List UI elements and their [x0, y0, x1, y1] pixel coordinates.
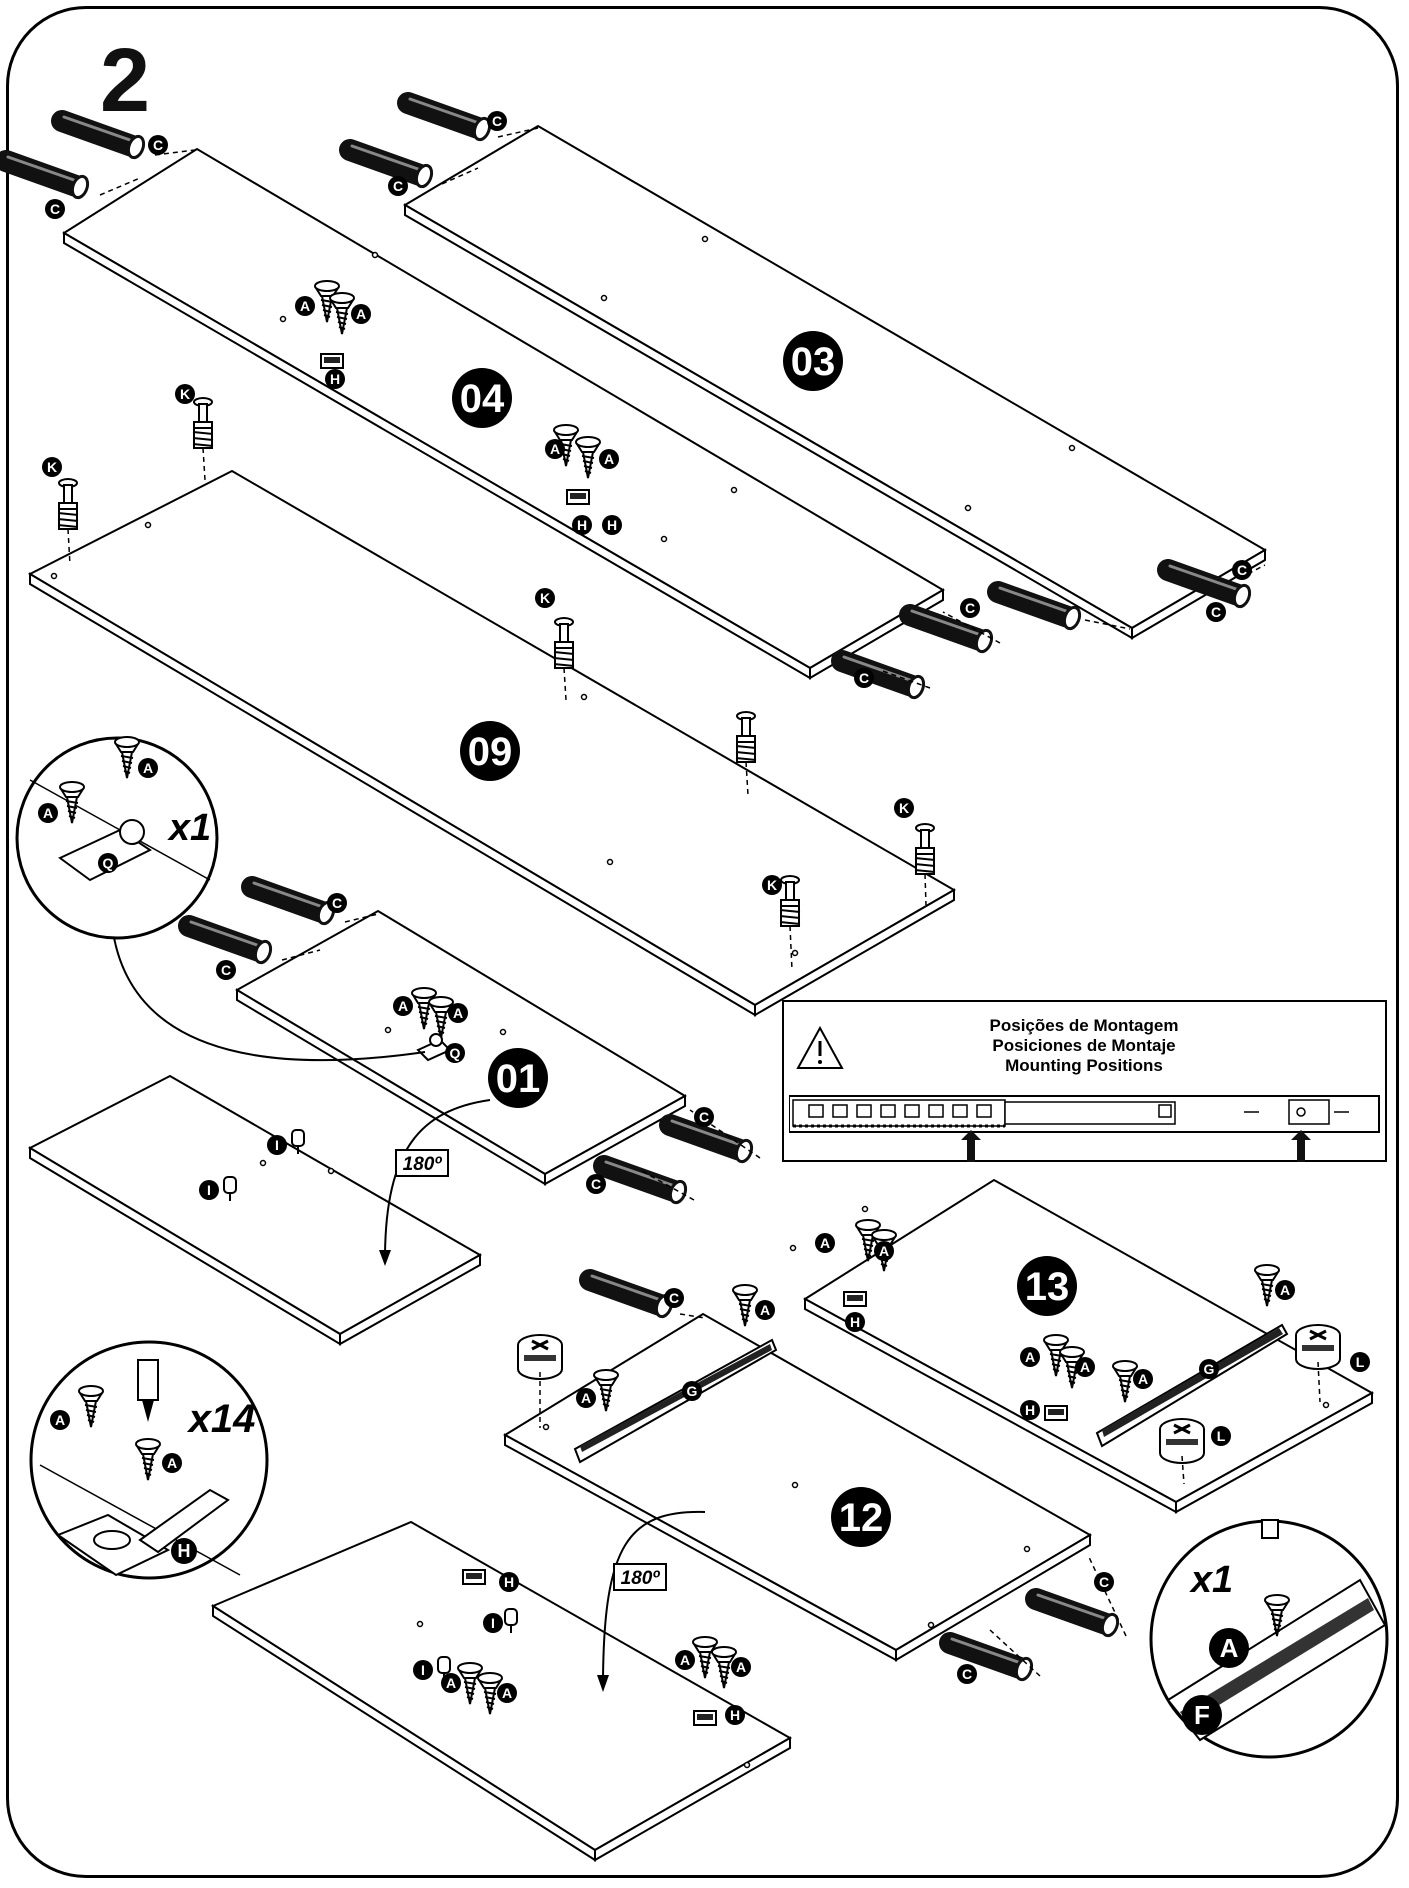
part-letter-g: G	[1204, 1361, 1215, 1377]
part-letter-a: A	[604, 451, 614, 467]
part-letter-a: A	[1220, 1633, 1239, 1663]
part-letter-c: C	[492, 113, 502, 129]
part-letter-a: A	[502, 1685, 512, 1701]
part-letter-a: A	[300, 298, 310, 314]
rotate-arrow-1: 180º	[379, 1099, 491, 1266]
panel-01	[235, 909, 687, 1186]
mounting-positions-box: Posições de Montagem Posiciones de Monta…	[782, 1000, 1387, 1162]
part-letter-a: A	[581, 1390, 591, 1406]
slide-rail-diagram	[789, 1095, 1380, 1162]
part-letter-a: A	[167, 1455, 177, 1471]
panel-label-01: 01	[496, 1057, 541, 1101]
part-letter-c: C	[591, 1176, 601, 1192]
panel-12	[503, 1312, 1092, 1662]
panel-label-03: 03	[791, 340, 836, 384]
mounting-title-es: Posiciones de Montaje	[992, 1036, 1176, 1055]
part-letter-h: H	[178, 1541, 191, 1561]
detail-q-plate: x1	[15, 736, 219, 940]
step-number: 2	[100, 31, 151, 131]
part-letter-c: C	[221, 962, 231, 978]
part-letter-k: K	[540, 590, 550, 606]
part-letter-h: H	[1025, 1402, 1035, 1418]
part-letter-h: H	[607, 517, 617, 533]
slide-screw-qty: x1	[1189, 1559, 1233, 1601]
part-letter-a: A	[43, 805, 53, 821]
part-letter-c: C	[965, 600, 975, 616]
part-letter-h: H	[577, 517, 587, 533]
part-letter-c: C	[1237, 562, 1247, 578]
part-letter-c: C	[153, 137, 163, 153]
part-letter-h: H	[330, 371, 340, 387]
part-letter-c: C	[50, 201, 60, 217]
part-letter-a: A	[1080, 1359, 1090, 1375]
warning-triangle-icon	[796, 1025, 844, 1069]
mounting-positions-title: Posições de Montagem Posiciones de Monta…	[874, 1016, 1294, 1076]
part-letter-a: A	[879, 1243, 889, 1259]
part-letter-a: A	[453, 1005, 463, 1021]
mounting-title-en: Mounting Positions	[1005, 1056, 1163, 1075]
part-letter-k: K	[767, 877, 777, 893]
detail-letter-badges: A F	[1182, 1628, 1249, 1735]
part-letter-a: A	[1138, 1371, 1148, 1387]
panel-number-labels: 04 03 09 01 13 12	[452, 331, 1077, 1547]
mounting-title-pt: Posições de Montagem	[989, 1016, 1179, 1035]
panel-13	[803, 1178, 1375, 1514]
part-letter-c: C	[332, 895, 342, 911]
panel-label-13: 13	[1025, 1265, 1070, 1309]
rotate-label-1: 180º	[403, 1154, 443, 1175]
part-letter-c: C	[669, 1290, 679, 1306]
part-letter-k: K	[47, 459, 57, 475]
part-letter-a: A	[1280, 1282, 1290, 1298]
part-letter-a: A	[550, 441, 560, 457]
drawer-slides-g	[573, 1323, 1289, 1464]
part-letter-a: A	[820, 1235, 830, 1251]
panel-label-09: 09	[468, 730, 513, 774]
part-letter-l: L	[1217, 1428, 1226, 1444]
part-letter-badges: C C C C C C C C C C C C C C C A A A A A …	[38, 111, 1370, 1725]
detail-hinge: x14	[29, 1340, 269, 1580]
part-letter-q: Q	[103, 855, 114, 871]
q-detail-leader	[111, 924, 426, 1062]
panel-label-12: 12	[839, 1496, 884, 1540]
guide-lines	[67, 127, 1321, 1677]
part-letter-i: I	[421, 1662, 425, 1678]
part-letter-g: G	[687, 1383, 698, 1399]
part-letter-a: A	[143, 760, 153, 776]
part-letter-i: I	[491, 1615, 495, 1631]
hinge-qty: x14	[187, 1397, 256, 1441]
part-letter-c: C	[1099, 1574, 1109, 1590]
part-letter-c: C	[393, 178, 403, 194]
part-letter-a: A	[680, 1652, 690, 1668]
part-letter-a: A	[446, 1675, 456, 1691]
panel-label-04: 04	[460, 377, 505, 421]
panel-01-rotated	[27, 1074, 483, 1346]
part-letter-c: C	[699, 1109, 709, 1125]
part-letter-c: C	[859, 670, 869, 686]
part-letter-c: C	[962, 1666, 972, 1682]
part-letter-c: C	[1211, 604, 1221, 620]
part-letter-h: H	[504, 1574, 514, 1590]
part-letter-a: A	[398, 998, 408, 1014]
part-letter-a: A	[356, 306, 366, 322]
part-letter-l: L	[1356, 1354, 1365, 1370]
page-frame	[6, 6, 1399, 1878]
part-letter-q: Q	[450, 1045, 461, 1061]
part-letter-a: A	[1025, 1349, 1035, 1365]
part-letter-k: K	[180, 386, 190, 402]
part-letter-f: F	[1194, 1700, 1210, 1730]
part-letter-a: A	[55, 1412, 65, 1428]
part-letter-h: H	[850, 1314, 860, 1330]
part-letter-a: A	[736, 1659, 746, 1675]
part-letter-i: I	[275, 1137, 279, 1153]
q-plate-qty: x1	[167, 807, 211, 849]
part-letter-a: A	[760, 1302, 770, 1318]
rotate-label-2: 180º	[621, 1568, 661, 1589]
panel-holes	[50, 235, 1330, 1769]
part-letter-k: K	[899, 800, 909, 816]
part-letter-h: H	[730, 1707, 740, 1723]
part-letter-i: I	[207, 1182, 211, 1198]
rotate-arrow-2: 180º	[597, 1510, 706, 1692]
